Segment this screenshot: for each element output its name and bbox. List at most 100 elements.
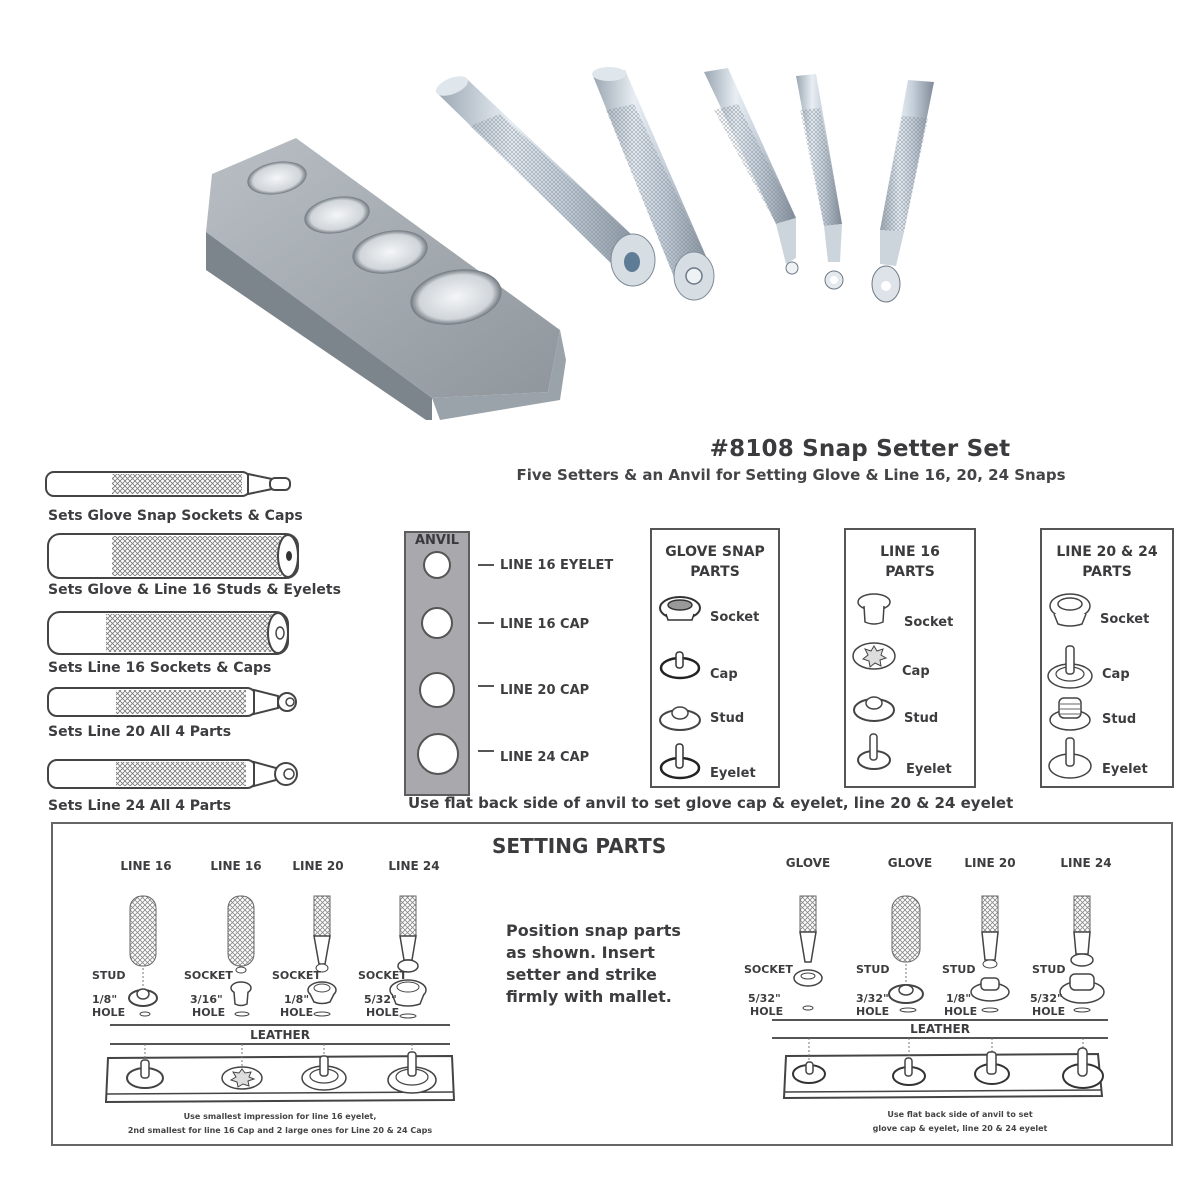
heading-line-2: PARTS bbox=[1082, 564, 1132, 580]
right-part-label-2: STUD bbox=[856, 963, 890, 976]
part-label-stud: Stud bbox=[904, 711, 939, 726]
anvil-hole-label-2: LINE 16 CAP bbox=[500, 617, 590, 632]
right-caption-line-1: Use flat back side of anvil to set bbox=[887, 1110, 1033, 1119]
cap-icon bbox=[852, 642, 896, 670]
part-label-stud: Stud bbox=[710, 711, 745, 726]
anvil-leader-4 bbox=[478, 750, 494, 752]
setting-parts-box bbox=[51, 822, 1173, 1146]
right-setting-diagram bbox=[793, 895, 1105, 1013]
left-caption: Use smallest impression for line 16 eyel… bbox=[100, 1110, 460, 1138]
cap-icon bbox=[659, 651, 701, 680]
heading-line-2: PARTS bbox=[885, 564, 935, 580]
heading-line-2: PARTS bbox=[690, 564, 740, 580]
left-caption-line-1: Use smallest impression for line 16 eyel… bbox=[183, 1112, 377, 1121]
line-16-parts-box: LINE 16 PARTS Socket Cap Stud Eyelet bbox=[844, 528, 976, 788]
right-col-head-1: GLOVE bbox=[785, 856, 831, 870]
socket-icon bbox=[1049, 593, 1091, 627]
anvil-hole-3 bbox=[419, 672, 455, 708]
anvil-diagram: ANVIL bbox=[404, 531, 470, 796]
right-part-label-1: SOCKET bbox=[744, 963, 793, 976]
left-hole-label-3: HOLE bbox=[280, 1006, 314, 1019]
glove-snap-parts-box: GLOVE SNAP PARTS Socket Cap Stud Eyelet bbox=[650, 528, 780, 788]
part-label-cap: Cap bbox=[710, 667, 738, 682]
part-label-socket: Socket bbox=[710, 610, 760, 625]
left-part-label-2: SOCKET bbox=[184, 969, 233, 982]
parts-box-heading: LINE 16 PARTS bbox=[846, 542, 974, 582]
line20-24-parts-icons bbox=[1047, 593, 1093, 779]
setter-diagram-1 bbox=[45, 471, 291, 497]
right-hole-size-2: 3/32" bbox=[856, 992, 889, 1005]
right-leather-bottom-line bbox=[772, 1037, 1108, 1039]
line16-parts-icons bbox=[852, 593, 896, 770]
right-caption: Use flat back side of anvil to set glove… bbox=[800, 1108, 1120, 1136]
left-col-head-4: LINE 24 bbox=[388, 859, 440, 873]
anvil-title: ANVIL bbox=[414, 533, 460, 548]
parts-box-heading: GLOVE SNAP PARTS bbox=[652, 542, 778, 582]
right-hole-size-4: 5/32" bbox=[1030, 992, 1063, 1005]
right-hole-label-2: HOLE bbox=[856, 1005, 890, 1018]
right-col-head-4: LINE 24 bbox=[1060, 856, 1112, 870]
setter-diagram-5 bbox=[47, 759, 298, 789]
part-label-eyelet: Eyelet bbox=[710, 766, 756, 781]
part-label-eyelet: Eyelet bbox=[1102, 762, 1148, 777]
stud-icon bbox=[853, 696, 895, 722]
page-subtitle: Five Setters & an Anvil for Setting Glov… bbox=[516, 466, 1066, 484]
right-hole-label-1: HOLE bbox=[750, 1005, 784, 1018]
socket-icon bbox=[659, 596, 701, 621]
heading-line-1: LINE 20 & 24 bbox=[1056, 544, 1158, 560]
part-label-cap: Cap bbox=[902, 664, 930, 679]
left-hole-size-1: 1/8" bbox=[92, 993, 118, 1006]
anvil-leader-1 bbox=[478, 564, 494, 566]
right-leather-top-line bbox=[772, 1019, 1108, 1021]
setting-parts-title: SETTING PARTS bbox=[492, 834, 667, 858]
eyelet-icon bbox=[857, 733, 891, 770]
setter-diagram-2 bbox=[47, 533, 299, 579]
left-hole-label-4: HOLE bbox=[366, 1006, 400, 1019]
right-caption-line-2: glove cap & eyelet, line 20 & 24 eyelet bbox=[872, 1124, 1048, 1133]
right-hole-label-3: HOLE bbox=[944, 1005, 978, 1018]
right-col-head-2: GLOVE bbox=[887, 856, 933, 870]
anvil-back-side-note: Use flat back side of anvil to set glove… bbox=[408, 794, 1014, 812]
anvil-hole-label-4: LINE 24 CAP bbox=[500, 750, 590, 765]
left-hole-size-2: 3/16" bbox=[190, 993, 223, 1006]
left-hole-size-3: 1/8" bbox=[284, 993, 310, 1006]
left-anvil-impressions bbox=[104, 1044, 456, 1104]
part-label-socket: Socket bbox=[904, 615, 954, 630]
eyelet-icon bbox=[659, 743, 701, 780]
left-leather-label: LEATHER bbox=[250, 1028, 310, 1042]
setter-label-5: Sets Line 24 All 4 Parts bbox=[48, 798, 232, 814]
product-photo bbox=[0, 0, 1200, 420]
part-label-eyelet: Eyelet bbox=[906, 762, 952, 777]
right-col-head-3: LINE 20 bbox=[964, 856, 1016, 870]
right-hole-size-3: 1/8" bbox=[946, 992, 972, 1005]
setter-label-1: Sets Glove Snap Sockets & Caps bbox=[48, 508, 303, 524]
page-title: #8108 Snap Setter Set bbox=[709, 436, 1011, 462]
right-part-label-3: STUD bbox=[942, 963, 976, 976]
right-hole-label-4: HOLE bbox=[1032, 1005, 1066, 1018]
anvil-hole-2 bbox=[421, 607, 453, 639]
left-hole-label-1: HOLE bbox=[92, 1006, 126, 1019]
setter-diagram-3 bbox=[47, 611, 289, 655]
socket-icon bbox=[857, 593, 891, 625]
stud-icon bbox=[659, 706, 701, 731]
left-col-head-1: LINE 16 bbox=[120, 859, 172, 873]
left-part-label-3: SOCKET bbox=[272, 969, 321, 982]
anvil-leader-2 bbox=[478, 622, 494, 624]
anvil-photo bbox=[206, 138, 566, 420]
left-hole-size-4: 5/32" bbox=[364, 993, 397, 1006]
left-setting-diagram bbox=[128, 895, 427, 1019]
right-hole-size-1: 5/32" bbox=[748, 992, 781, 1005]
left-col-head-3: LINE 20 bbox=[292, 859, 344, 873]
part-label-cap: Cap bbox=[1102, 667, 1130, 682]
left-leather-bottom-line bbox=[110, 1043, 450, 1045]
setter-label-2: Sets Glove & Line 16 Studs & Eyelets bbox=[48, 582, 341, 598]
left-col-head-2: LINE 16 bbox=[210, 859, 262, 873]
setter-photo-2 bbox=[592, 67, 715, 301]
left-leather-top-line bbox=[110, 1024, 450, 1026]
right-leather-label: LEATHER bbox=[910, 1022, 970, 1036]
right-anvil-flat-side bbox=[782, 1038, 1104, 1100]
left-caption-line-2: 2nd smallest for line 16 Cap and 2 large… bbox=[127, 1126, 433, 1135]
setter-diagrams bbox=[45, 471, 299, 789]
glove-parts-icons bbox=[659, 596, 701, 780]
cap-icon bbox=[1047, 645, 1093, 689]
